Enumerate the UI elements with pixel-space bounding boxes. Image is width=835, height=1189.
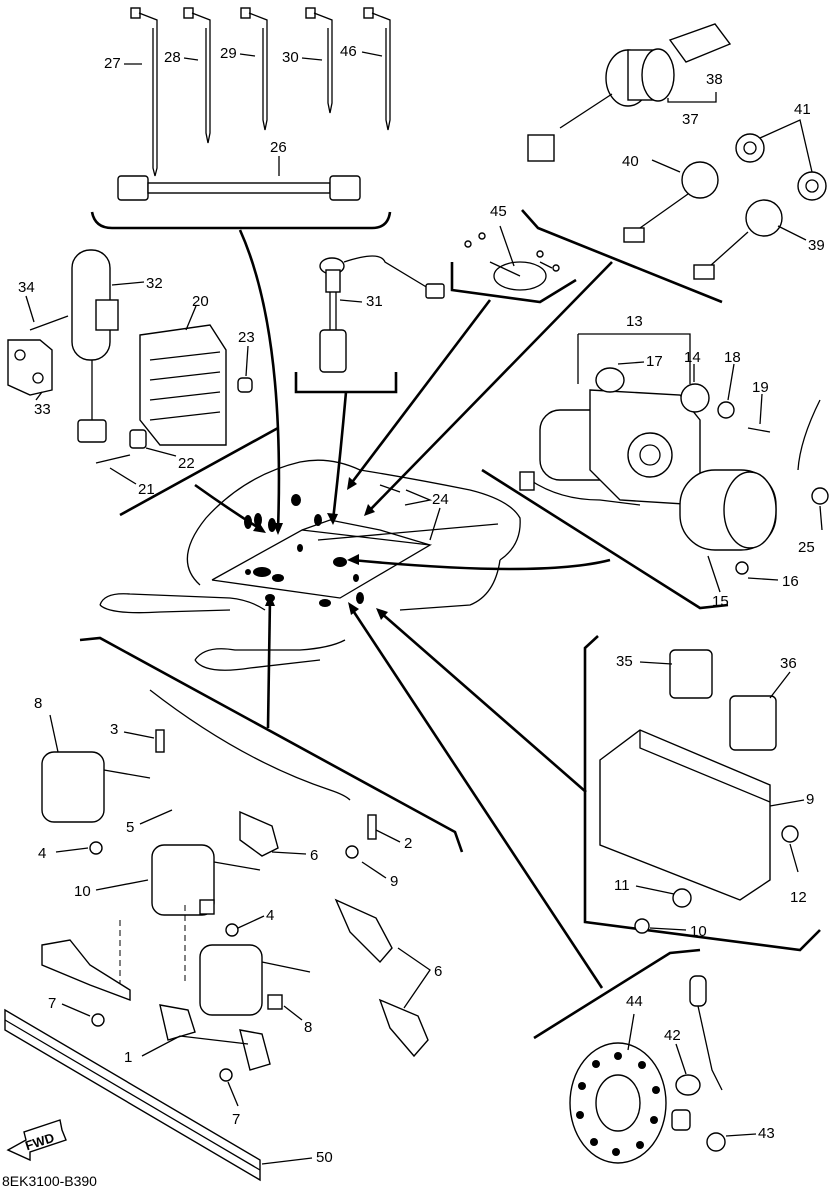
callout-36: 33	[34, 401, 51, 418]
callout-17: 14	[684, 349, 701, 366]
fuse-holder-29	[117, 175, 361, 201]
sensor-34	[319, 255, 445, 373]
bracket-ignition-group	[79, 636, 464, 853]
callout-46: 43	[758, 1125, 775, 1142]
callout-10: 10	[74, 883, 91, 900]
diagram-code: 8EK3100-B390	[2, 1173, 97, 1189]
callout-38: 35	[616, 653, 633, 670]
snowmobile-outline	[99, 459, 521, 671]
callout-9: 8	[304, 1019, 312, 1036]
callout-48: 45	[490, 203, 507, 220]
callout-15: 12	[790, 889, 807, 906]
callout-23: 20	[192, 293, 209, 310]
callout-49: 46	[340, 43, 357, 60]
callout-22: 19	[752, 379, 769, 396]
callout-50: 50	[316, 1149, 333, 1166]
bracket-motor-group	[481, 468, 729, 610]
bracket-regulator-group	[119, 426, 279, 517]
callout-20: 17	[646, 353, 663, 370]
callout-12: 9	[806, 791, 814, 808]
motor-assembly	[519, 367, 829, 575]
callout-4b: 4	[266, 907, 274, 924]
regulator-group	[7, 249, 253, 464]
callout-16: 13	[626, 313, 643, 330]
callout-42: 39	[808, 237, 825, 254]
callout-39: 36	[780, 655, 797, 672]
callout-34: 31	[366, 293, 383, 310]
callout-8: 9	[390, 873, 398, 890]
callout-3: 3	[110, 721, 118, 738]
callout-11: 8	[34, 695, 42, 712]
callout-47: 44	[626, 993, 643, 1010]
thermo-48	[464, 232, 560, 291]
callout-43: 40	[622, 153, 639, 170]
callout-25: 22	[178, 455, 195, 472]
ignition-coil-group	[4, 689, 429, 1182]
callout-44: 41	[794, 101, 811, 118]
callout-18: 15	[712, 593, 729, 610]
bracket-switch-group	[521, 209, 723, 304]
callout-21: 18	[724, 349, 741, 366]
callout-1: 1	[124, 1049, 132, 1066]
fwd-arrow-icon: FWD	[6, 1119, 67, 1162]
callout-7a: 7	[48, 995, 56, 1012]
bracket-thermo-group	[450, 262, 577, 304]
bracket-top-left-group	[90, 211, 392, 230]
cdi-group	[599, 649, 799, 934]
callout-6b: 6	[434, 963, 442, 980]
callout-7b: 7	[232, 1111, 240, 1128]
callout-33: 30	[282, 49, 299, 66]
callout-24: 21	[138, 481, 155, 498]
callout-4a: 4	[38, 845, 46, 862]
callout-labels: 27 28 29 30 46 26 34 32 20 23 33 22 21 3…	[18, 43, 825, 1166]
bracket-cdi-group	[583, 635, 821, 952]
callout-35: 32	[146, 275, 163, 292]
callout-13: 10	[690, 923, 707, 940]
callout-32: 29	[220, 45, 237, 62]
callout-28: 25	[798, 539, 815, 556]
callout-45: 42	[664, 1027, 681, 1044]
callout-14: 11	[614, 877, 630, 894]
callout-27: 24	[432, 491, 449, 508]
callout-40: 37	[682, 111, 699, 128]
bracket-rotor-group	[533, 948, 701, 1040]
callout-26: 23	[238, 329, 255, 346]
callout-29: 26	[270, 139, 287, 156]
rotor-group	[569, 975, 726, 1164]
callout-37: 34	[18, 279, 35, 296]
callout-41: 38	[706, 71, 723, 88]
callout-31: 28	[164, 49, 181, 66]
callout-2: 2	[404, 835, 412, 852]
bracket-sensor-group	[294, 372, 398, 394]
main-switch-group	[527, 23, 827, 280]
callout-30: 27	[104, 55, 121, 72]
callout-6a: 6	[310, 847, 318, 864]
probe-set	[130, 7, 391, 177]
callout-5: 5	[126, 819, 134, 836]
callout-19: 16	[782, 573, 799, 590]
